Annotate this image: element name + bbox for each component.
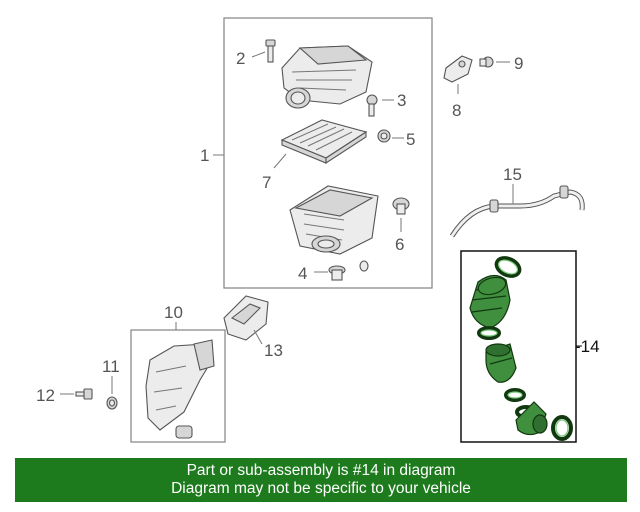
air-cleaner-cover[interactable] (281, 45, 373, 109)
callout-9[interactable]: 9 (514, 54, 523, 73)
info-banner: Part or sub-assembly is #14 in diagram D… (15, 458, 627, 502)
air-cleaner-assembly-box (223, 17, 433, 289)
part-13-sensor[interactable] (223, 295, 269, 341)
callout-1[interactable]: 1 (200, 146, 209, 165)
part-11-grommet[interactable] (106, 396, 118, 410)
part-6-fitting[interactable] (392, 197, 410, 215)
callout-14[interactable]: -14 (575, 337, 600, 356)
callout-7[interactable]: 7 (262, 173, 271, 192)
callout-6[interactable]: 6 (395, 235, 404, 254)
part-10-resonator[interactable] (145, 339, 215, 439)
part-3-screw[interactable] (366, 94, 378, 117)
resonator-assembly-box (130, 329, 226, 443)
callout-4[interactable]: 4 (298, 264, 307, 283)
part-12-bolt[interactable] (75, 388, 93, 400)
callout-3[interactable]: 3 (397, 91, 406, 110)
part-5-grommet[interactable] (377, 129, 391, 143)
air-cleaner-lower-housing[interactable] (289, 185, 379, 255)
callout-15[interactable]: 15 (503, 165, 522, 184)
callout-2[interactable]: 2 (236, 49, 245, 68)
part-8-bracket[interactable] (443, 55, 473, 83)
part-7-air-filter[interactable] (280, 119, 368, 165)
part-14-intake-duct[interactable] (469, 255, 573, 441)
part-2-bolt[interactable] (265, 39, 276, 63)
part-4-grommet[interactable] (328, 260, 369, 281)
callout-5[interactable]: 5 (406, 130, 415, 149)
part-15-vent-hose[interactable] (449, 185, 585, 238)
callout-11[interactable]: 11 (102, 357, 120, 376)
banner-line-2: Diagram may not be specific to your vehi… (171, 480, 471, 497)
callout-10[interactable]: 10 (164, 303, 183, 322)
callout-13[interactable]: 13 (264, 341, 283, 360)
callout-8[interactable]: 8 (452, 101, 461, 120)
part-9-clip[interactable] (479, 56, 494, 68)
banner-line-1: Part or sub-assembly is #14 in diagram (186, 462, 456, 479)
callout-12[interactable]: 12 (36, 386, 55, 405)
